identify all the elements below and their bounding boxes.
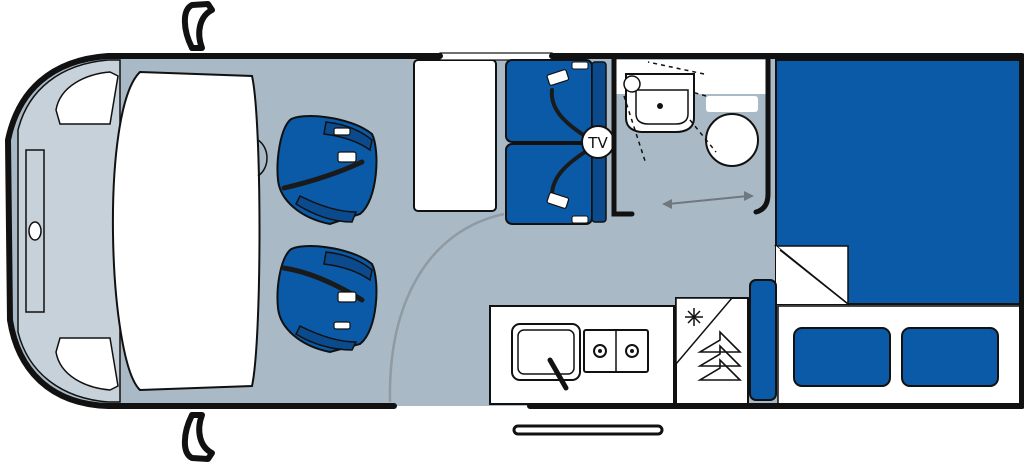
rear-bed bbox=[749, 59, 1021, 401]
door-swing-arc bbox=[388, 212, 505, 403]
fridge-wardrobe-unit bbox=[675, 297, 749, 405]
roof-window bbox=[439, 52, 553, 61]
cab-dashboard bbox=[17, 59, 121, 403]
passenger-seat-icon bbox=[276, 245, 378, 354]
side-mirror-icon bbox=[181, 1, 215, 462]
bathroom bbox=[611, 53, 771, 217]
dinette-bench bbox=[505, 59, 607, 225]
sliding-door-arrow-icon bbox=[662, 191, 754, 209]
rear-cushions bbox=[777, 305, 1021, 405]
kitchen-unit bbox=[489, 305, 675, 405]
dining-table bbox=[413, 59, 497, 212]
driver-seat-icon bbox=[276, 115, 378, 226]
tv-icon: TV bbox=[581, 125, 615, 159]
stove-burner-icon bbox=[583, 329, 649, 373]
sink-icon bbox=[623, 73, 695, 133]
toilet-icon bbox=[705, 96, 759, 167]
exterior-wall bbox=[4, 53, 1024, 409]
windscreen bbox=[111, 70, 261, 392]
snowflake-icon bbox=[685, 308, 703, 326]
entry-step bbox=[512, 424, 664, 436]
tv-label: TV bbox=[587, 134, 608, 152]
coat-hanger-icon bbox=[697, 330, 742, 381]
